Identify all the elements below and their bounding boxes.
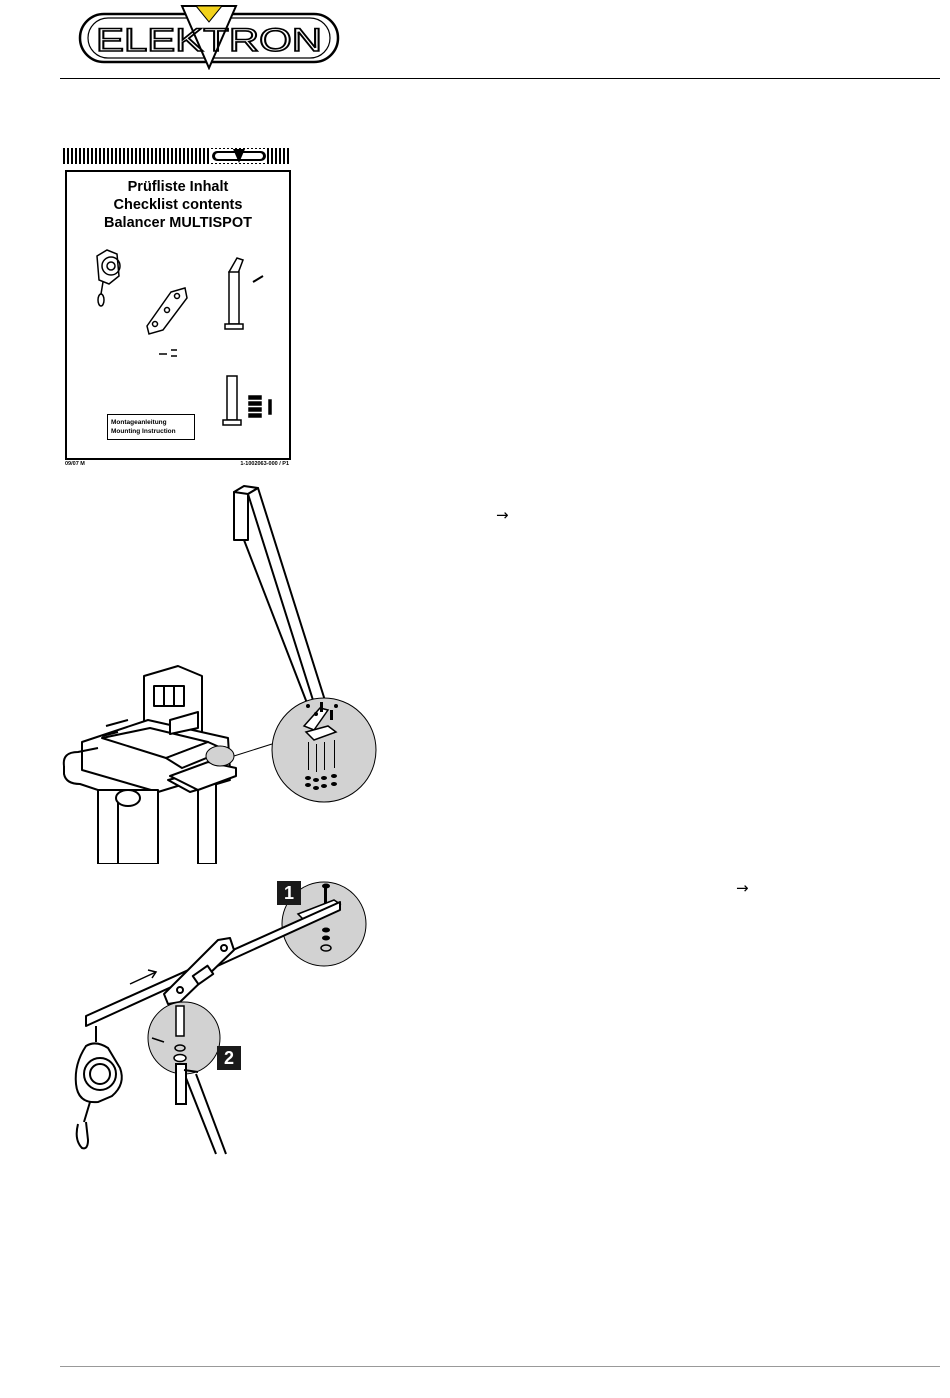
mounting-instruction-box: Montageanleitung Mounting Instruction bbox=[107, 414, 195, 440]
checklist-header-bar bbox=[63, 148, 291, 164]
step-arrow-2: → bbox=[736, 881, 749, 896]
checklist-footer-right: 1-1002063-000 / P1 bbox=[240, 461, 289, 467]
checklist-title: Prüfliste Inhalt Checklist contents Bala… bbox=[67, 178, 289, 232]
magnifier-detail-post-base bbox=[272, 698, 376, 802]
balancer-reel-icon bbox=[97, 250, 120, 306]
step-arrow-1: → bbox=[496, 508, 509, 523]
slide-direction-arrow bbox=[130, 970, 156, 984]
header-divider bbox=[60, 78, 940, 79]
boom-arm-icon bbox=[244, 488, 328, 716]
cart-boom-mounting-figure bbox=[58, 480, 380, 864]
checklist-footer-left: 09/07 M bbox=[65, 461, 85, 467]
logo-wordmark: ELEKTRON bbox=[96, 22, 322, 58]
checklist-thumbnail: Prüfliste Inhalt Checklist contents Bala… bbox=[63, 148, 291, 470]
callout-badge-2: 2 bbox=[217, 1046, 241, 1070]
footer-divider bbox=[60, 1366, 940, 1367]
lower-post-icon bbox=[223, 376, 271, 425]
balancer-reel-icon bbox=[76, 1026, 122, 1148]
mounting-label-en: Mounting Instruction bbox=[111, 427, 194, 436]
callout-badge-1: 1 bbox=[277, 881, 301, 905]
elektron-logo: ELEKTRON bbox=[78, 2, 340, 70]
mini-logo-icon bbox=[211, 149, 267, 163]
checklist-frame: Prüfliste Inhalt Checklist contents Bala… bbox=[65, 170, 291, 460]
post-icon bbox=[225, 258, 263, 329]
support-post-icon bbox=[176, 1064, 226, 1154]
checklist-title-en: Checklist contents bbox=[67, 196, 289, 214]
checklist-title-de: Prüfliste Inhalt bbox=[67, 178, 289, 196]
arm-bracket-icon bbox=[164, 938, 234, 1004]
mounting-label-de: Montageanleitung bbox=[111, 418, 194, 427]
balancer-arm-figure bbox=[68, 878, 370, 1158]
bracket-icon bbox=[147, 288, 187, 356]
checklist-title-product: Balancer MULTISPOT bbox=[67, 214, 289, 232]
